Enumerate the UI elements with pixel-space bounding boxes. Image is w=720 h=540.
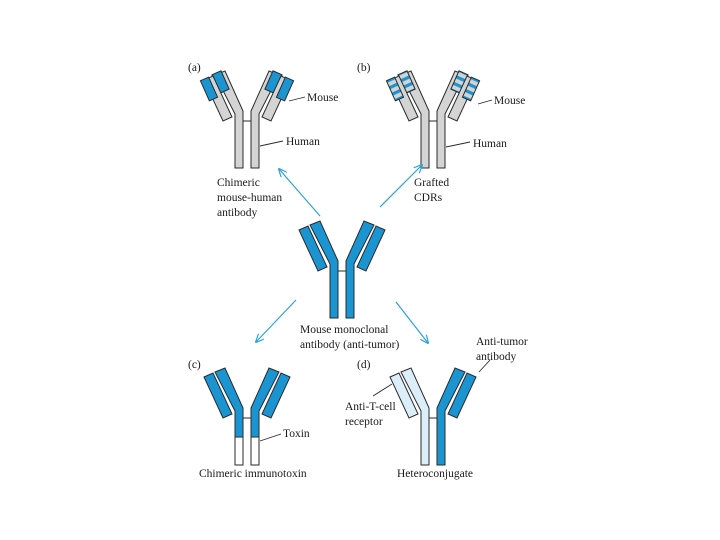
caption-d: Heteroconjugate xyxy=(397,468,473,480)
leader-d-anti-t-cell xyxy=(372,383,393,397)
antibody-chimeric-immunotoxin xyxy=(203,367,291,466)
heavy-chain-left xyxy=(214,70,244,169)
leader-d-anti-tumor xyxy=(478,359,491,373)
light-chain-anti-tumor xyxy=(447,372,477,419)
light-chain-left xyxy=(203,372,233,419)
label-anti-tumor-line-1: Anti-tumor xyxy=(476,336,528,348)
variable-region-light-right xyxy=(275,76,295,102)
cdr-light-right xyxy=(461,76,481,102)
heavy-chain-anti-tumor xyxy=(436,367,466,466)
arrow-to-panel-b xyxy=(379,165,422,208)
toxin-segment-left xyxy=(234,436,244,466)
caption-center-line-1: Mouse monoclonal xyxy=(300,324,388,336)
light-chain-anti-t-cell xyxy=(389,372,419,419)
variable-region-light-left xyxy=(199,76,219,102)
cdr-light-left xyxy=(385,76,405,102)
caption-c: Chimeric immunotoxin xyxy=(199,468,307,480)
leader-a-human xyxy=(259,140,284,147)
antibody-grafted-cdrs xyxy=(385,70,481,169)
light-chain-right xyxy=(261,372,291,419)
label-anti-t-cell-line-1: Anti-T-cell xyxy=(345,401,396,413)
light-chain-left xyxy=(298,225,328,272)
panel-tag-a: (a) xyxy=(188,62,201,74)
arrow-to-panel-d xyxy=(395,301,428,343)
caption-a-line-1: Chimeric xyxy=(217,177,260,189)
heavy-chain-right xyxy=(345,220,375,319)
leader-b-mouse xyxy=(477,99,493,105)
label-mouse-a: Mouse xyxy=(307,92,338,104)
label-mouse-b: Mouse xyxy=(494,95,525,107)
antibody-mouse-monoclonal xyxy=(298,220,386,319)
arrow-to-panel-a xyxy=(279,169,321,217)
antibody-heteroconjugate xyxy=(389,367,477,466)
antibody-chimeric-mouse-human xyxy=(199,70,295,169)
caption-b-line-1: Grafted xyxy=(414,177,449,189)
leader-c-toxin xyxy=(259,433,282,442)
label-toxin: Toxin xyxy=(283,428,310,440)
caption-a-line-2: mouse-human xyxy=(217,192,282,204)
toxin-segment-right xyxy=(250,436,260,466)
leader-b-human xyxy=(445,141,471,148)
caption-center-line-2: antibody (anti-tumor) xyxy=(300,339,399,351)
panel-tag-b: (b) xyxy=(357,62,371,74)
panel-tag-d: (d) xyxy=(357,359,371,371)
label-anti-tumor-line-2: antibody xyxy=(476,351,516,363)
leader-a-mouse xyxy=(288,96,306,102)
caption-a-line-3: antibody xyxy=(217,207,257,219)
heavy-chain-right xyxy=(436,70,466,169)
arrow-to-panel-c xyxy=(256,299,297,342)
light-chain-right xyxy=(356,225,386,272)
heavy-chain-left xyxy=(400,70,430,169)
label-anti-t-cell-line-2: receptor xyxy=(345,416,383,428)
label-human-b: Human xyxy=(473,138,507,150)
heavy-chain-left xyxy=(309,220,339,319)
panel-tag-c: (c) xyxy=(188,359,201,371)
caption-b-line-2: CDRs xyxy=(414,192,443,204)
label-human-a: Human xyxy=(286,136,320,148)
heavy-chain-right xyxy=(250,70,280,169)
heavy-chain-anti-t-cell xyxy=(400,367,430,466)
